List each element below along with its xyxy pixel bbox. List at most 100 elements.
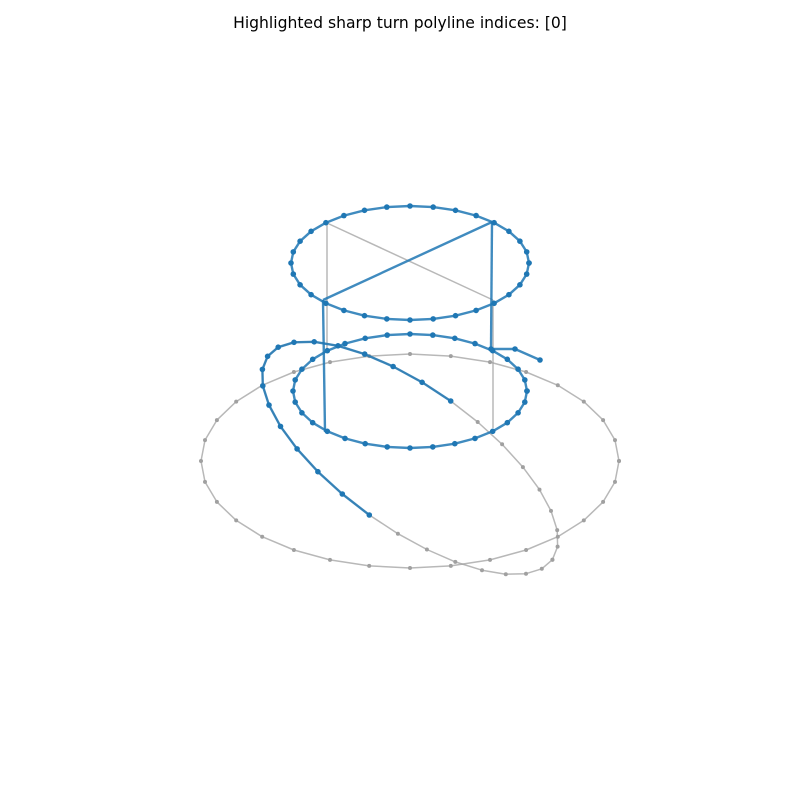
highlight-top-ring-vertex — [384, 316, 390, 322]
highlight-middle-ring-vertex — [299, 410, 305, 416]
context-base-ellipse-vertex — [214, 499, 219, 504]
highlight-lower-loop-vertex — [311, 339, 318, 345]
context-base-ellipse-vertex — [214, 418, 219, 423]
context-tilted-ellipse-vertex — [524, 571, 528, 576]
highlight-middle-ring-vertex — [342, 340, 348, 347]
highlight-lower-loop-vertex — [366, 512, 373, 518]
highlight-vertical-right — [489, 221, 494, 350]
highlight-top-ring-vertex — [323, 300, 329, 307]
highlight-lower-loop-vertex — [275, 344, 282, 351]
highlight-top-ring-vertex — [526, 260, 532, 266]
highlight-lower-loop-vertex — [291, 339, 297, 346]
context-base-ellipse-vertex — [234, 518, 239, 523]
context-base-ellipse-vertex — [234, 399, 239, 404]
highlight-middle-ring-vertex — [515, 410, 521, 416]
highlight-middle-ring-vertex — [522, 399, 528, 405]
context-tilted-ellipse-vertex — [520, 465, 525, 470]
context-base-ellipse-vertex — [448, 563, 453, 568]
context-base-ellipse-vertex — [203, 479, 207, 484]
context-tilted-ellipse-vertex — [555, 528, 560, 533]
highlight-top-ring-vertex — [308, 291, 314, 298]
highlighted-polylines — [259, 203, 543, 518]
highlight-lower-loop-vertex — [277, 423, 284, 430]
highlight-top-ring-vertex — [407, 317, 413, 323]
highlight-middle-ring-vertex — [489, 428, 496, 435]
context-base-ellipse-vertex — [581, 399, 586, 404]
highlight-top-ring-vertex — [491, 300, 497, 307]
highlight-lower-loop — [261, 340, 452, 516]
highlight-lower-loop-vertex — [294, 446, 300, 452]
context-base-ellipse-vertex — [555, 383, 560, 388]
highlight-top-ring-vertex — [430, 204, 437, 210]
context-base-ellipse-vertex — [367, 563, 372, 568]
highlight-middle-ring-vertex — [504, 419, 511, 426]
highlight-top-ring-vertex — [290, 249, 297, 255]
highlight-top-ring-vertex — [407, 203, 413, 209]
highlight-top-ring-vertex — [430, 316, 437, 322]
highlight-top-ring-vertex — [361, 207, 368, 214]
highlight-top-ring-vertex — [523, 249, 530, 255]
context-base-ellipse-vertex — [408, 566, 412, 570]
highlight-middle-ring-vertex — [324, 347, 331, 354]
highlight-top-ring-vertex — [523, 271, 530, 277]
context-tilted-ellipse-vertex — [480, 568, 484, 573]
context-base-ellipse-vertex — [488, 360, 492, 365]
highlight-vertical-left — [321, 299, 327, 433]
context-tilted-ellipse-vertex — [475, 420, 480, 424]
highlight-middle-ring-vertex — [407, 445, 413, 451]
context-diagonal — [326, 222, 494, 301]
context-base-ellipse-vertex — [524, 548, 529, 552]
context-tilted-ellipse-vertex — [503, 572, 508, 577]
highlight-top-ring-vertex — [517, 238, 523, 244]
context-base-ellipse-vertex — [408, 352, 412, 356]
highlight-middle-ring-vertex — [384, 332, 391, 338]
highlight-lower-loop-vertex — [315, 468, 321, 475]
context-base-ellipse-vertex — [613, 479, 617, 484]
context-base-ellipse-vertex — [203, 438, 207, 443]
context-base-ellipse-vertex — [613, 438, 617, 443]
highlight-lower-loop-vertex — [266, 402, 272, 408]
context-base-ellipse-vertex — [448, 354, 453, 359]
highlight-middle-ring-vertex — [384, 444, 391, 450]
highlight-middle-ring-vertex — [504, 356, 511, 363]
context-base-ellipse-vertex — [581, 518, 586, 523]
highlight-lower-loop-vertex — [447, 398, 454, 404]
highlight-middle-ring-vertex — [299, 366, 305, 373]
highlight-top-ring-vertex — [506, 228, 512, 235]
highlight-middle-ring-vertex — [430, 444, 436, 450]
highlight-top-ring-vertex — [452, 207, 459, 214]
context-base-ellipse-vertex — [524, 370, 529, 374]
context-tilted-ellipse-vertex — [424, 547, 429, 552]
highlight-middle-ring-vertex — [472, 435, 478, 442]
highlight-middle-ring-vertex — [362, 440, 369, 447]
highlight-connector-vertex — [488, 346, 494, 352]
highlight-middle-ring-vertex — [342, 435, 348, 442]
highlight-top-ring-vertex — [290, 271, 297, 277]
context-tilted-ellipse-vertex — [539, 566, 544, 571]
highlight-top-ring-vertex — [308, 228, 314, 235]
highlight-middle-ring-vertex — [452, 335, 458, 342]
context-tilted-ellipse-vertex — [549, 508, 553, 513]
highlight-lower-loop-vertex — [259, 366, 266, 373]
highlight-middle-ring-vertex — [362, 335, 369, 342]
context-tilted-ellipse-vertex — [555, 544, 560, 549]
highlight-top-ring-vertex — [473, 307, 479, 314]
highlight-middle-ring-vertex — [472, 340, 478, 347]
highlight-middle-ring-vertex — [524, 388, 530, 394]
highlight-lower-loop-vertex — [335, 343, 341, 349]
context-base-ellipse-vertex — [260, 534, 265, 539]
highlight-middle-ring-vertex — [430, 332, 436, 338]
context-base-ellipse-vertex — [488, 557, 492, 562]
highlight-middle-ring-vertex — [309, 356, 316, 363]
context-tilted-ellipse-vertex — [500, 442, 505, 447]
highlight-middle-ring-vertex — [290, 388, 296, 394]
highlight-lower-loop-vertex — [260, 383, 266, 389]
highlight-diagonal — [322, 220, 493, 302]
highlight-top-ring-vertex — [506, 291, 512, 298]
highlight-middle-ring-vertex — [522, 377, 528, 383]
highlight-top-ring-vertex — [288, 260, 294, 266]
highlight-middle-ring-vertex — [309, 419, 316, 426]
highlight-top-ring-vertex — [341, 307, 347, 314]
highlight-connector-vertex — [512, 346, 518, 352]
